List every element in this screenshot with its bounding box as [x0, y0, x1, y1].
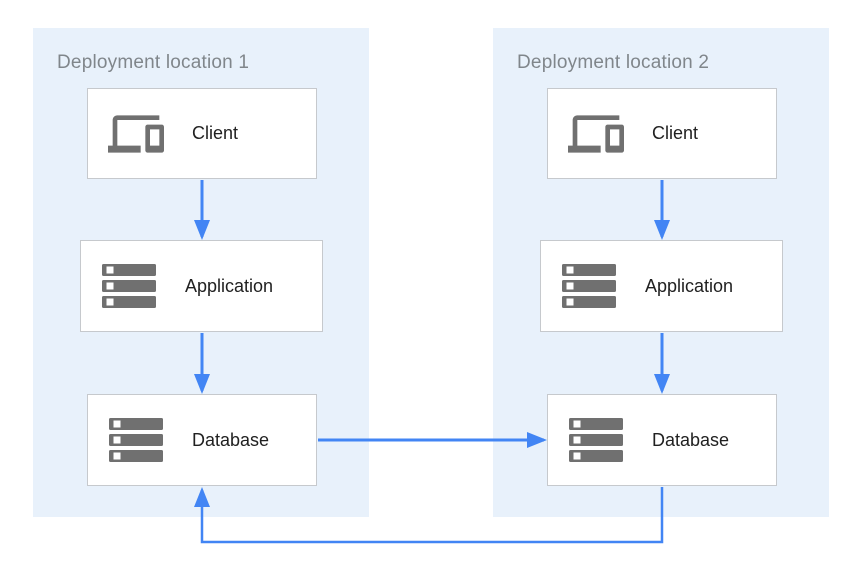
- server-stack-icon: [568, 417, 624, 463]
- server-stack-icon: [108, 417, 164, 463]
- deployment-location-2-panel: Deployment location 2 Client A: [493, 28, 829, 517]
- devices-icon: [108, 111, 164, 157]
- deployment-location-1-panel: Deployment location 1 Client A: [33, 28, 369, 517]
- node-application-2: Application: [540, 240, 783, 332]
- node-label: Client: [192, 123, 239, 143]
- node-database-1: Database: [87, 394, 317, 486]
- server-stack-icon: [561, 263, 617, 309]
- panel-title-2: Deployment location 2: [517, 52, 710, 73]
- node-client-1: Client: [87, 88, 317, 179]
- node-label: Application: [185, 275, 274, 296]
- node-client-2: Client: [547, 88, 777, 179]
- node-application-1: Application: [80, 240, 323, 332]
- node-label: Database: [652, 429, 730, 450]
- node-label: Database: [192, 429, 270, 450]
- node-database-2: Database: [547, 394, 777, 486]
- node-label: Client: [652, 123, 699, 143]
- panel-title-1: Deployment location 1: [57, 52, 250, 73]
- devices-icon: [568, 111, 624, 157]
- server-stack-icon: [101, 263, 157, 309]
- node-label: Application: [645, 275, 734, 296]
